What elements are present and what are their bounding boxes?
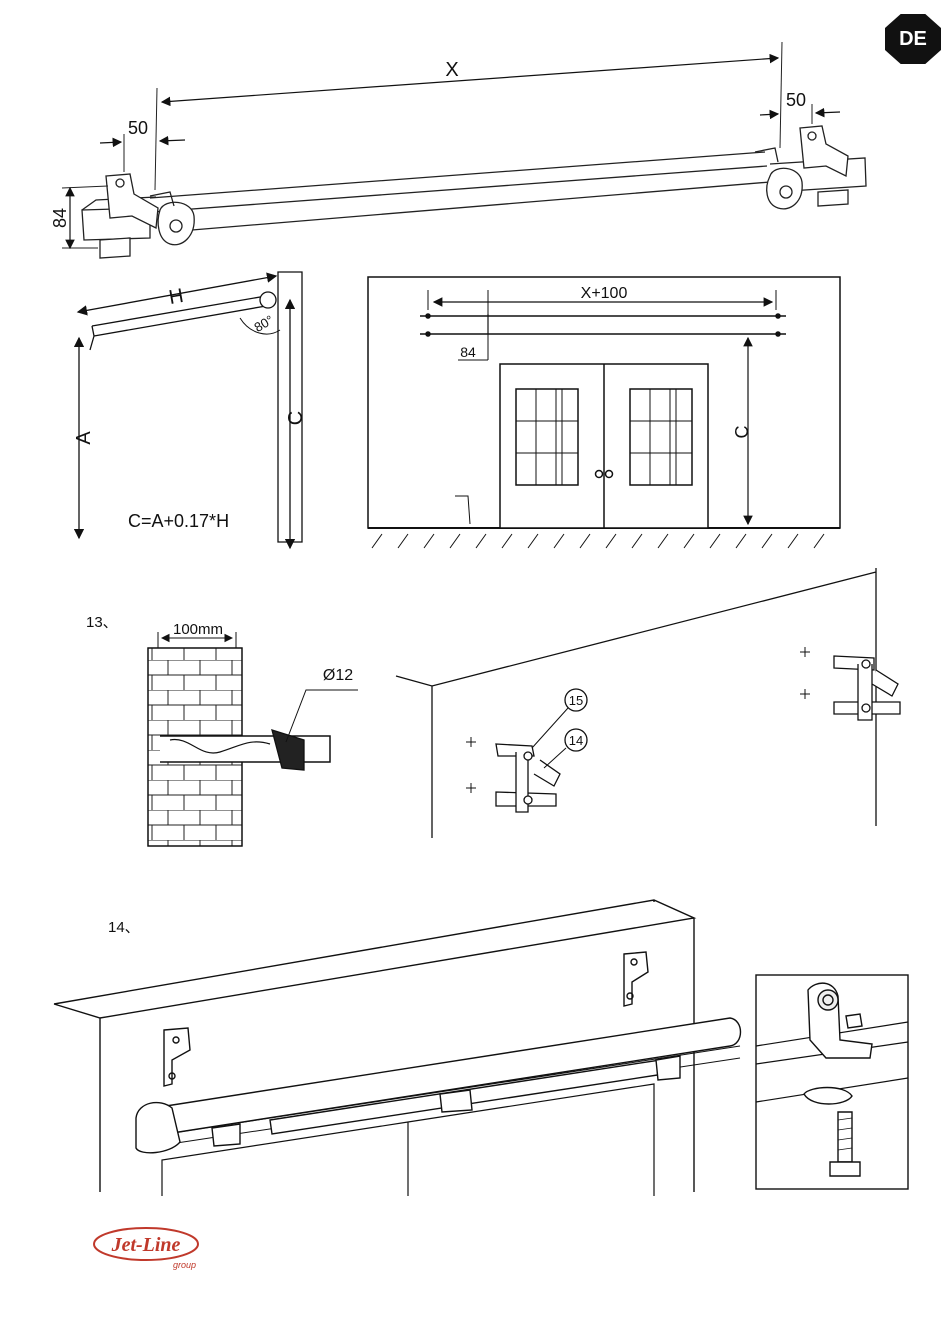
wall-bracket-mount-diagram: [396, 568, 900, 838]
height-label: 84: [50, 208, 70, 228]
c-label-left: C: [285, 411, 307, 425]
brick-wall-drill-diagram: [148, 632, 358, 846]
callout-15: 15: [569, 693, 583, 708]
width-label: X+100: [581, 285, 628, 302]
left-offset-label: 50: [128, 118, 148, 138]
track-overview-diagram: [62, 42, 866, 258]
height-84-label: 84: [460, 344, 476, 360]
jet-line-logo: Jet-Line group: [92, 1224, 204, 1272]
logo-sub: group: [173, 1260, 196, 1270]
a-label: A: [73, 431, 95, 445]
callout-14: 14: [569, 733, 583, 748]
right-offset-label: 50: [786, 90, 806, 110]
wall-width-label: 100mm: [173, 621, 223, 638]
bracket-detail-inset: [756, 975, 908, 1189]
x-dimension-label: X: [445, 59, 458, 81]
drill-diameter-label: Ø12: [323, 667, 353, 684]
h-label: H: [167, 285, 185, 309]
logo-brand: Jet-Line: [111, 1234, 181, 1256]
formula: C=A+0.17*H: [128, 511, 229, 531]
c-label-right: C: [732, 426, 752, 439]
step-14-number: 14、: [108, 916, 140, 937]
door-elevation-diagram: [368, 277, 840, 548]
step-13-number: 13、: [86, 611, 118, 632]
rail-install-diagram: [54, 900, 741, 1196]
